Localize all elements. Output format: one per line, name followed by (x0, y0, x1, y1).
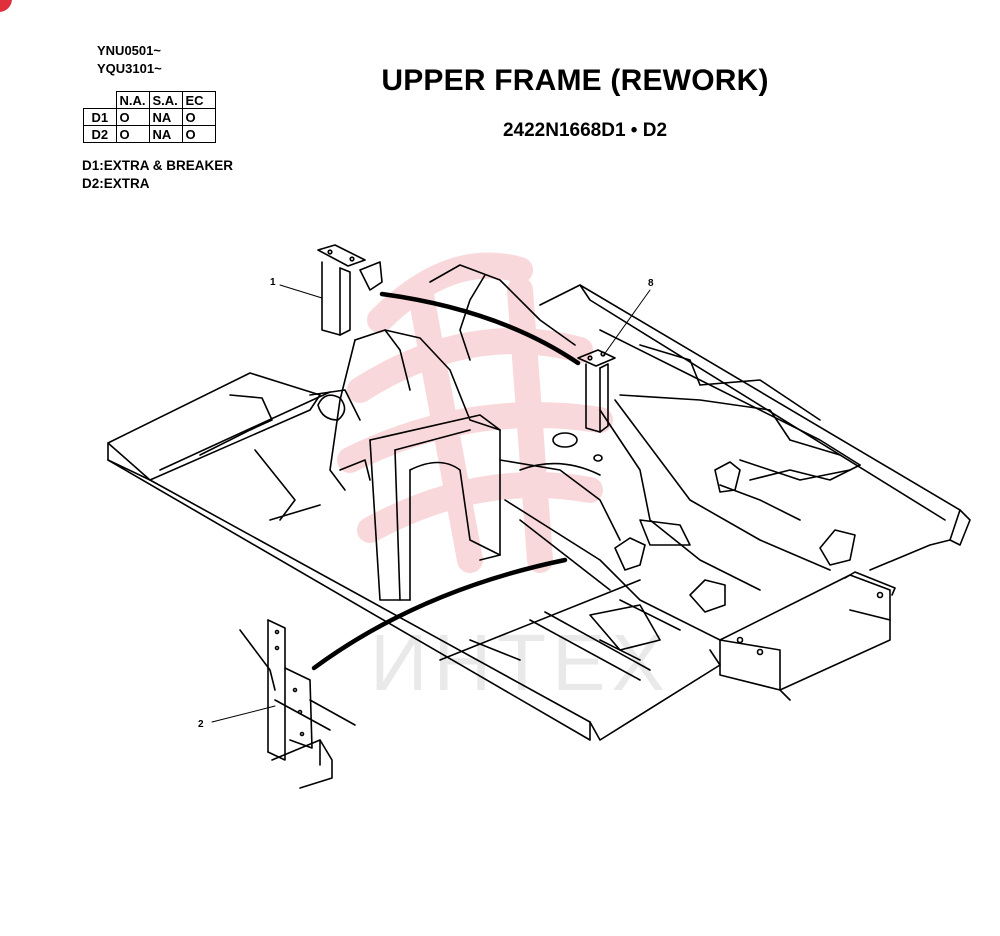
part-1-bracket (317, 244, 383, 336)
row-label: D1 (83, 108, 117, 126)
part-2-plate (239, 619, 356, 789)
watermark-emblem (337, 252, 613, 573)
options-table: N.A. S.A. EC D1 O NA O D2 O NA O (83, 91, 216, 143)
left-side-deck (107, 372, 721, 741)
table-cell: O (181, 125, 216, 143)
part-8-pedestal (577, 349, 616, 433)
table-cell: NA (148, 125, 183, 143)
callout-2: 2 (198, 719, 204, 730)
arc-part-1-location (379, 291, 581, 366)
location-arcs (311, 291, 581, 671)
note-d2: D2:EXTRA (82, 176, 150, 191)
leader-lines (211, 284, 651, 723)
rear-cross-beam (719, 571, 896, 701)
callout-1: 1 (270, 277, 276, 288)
row-label: D2 (83, 125, 117, 143)
watermark-text: ИНТЕХ (370, 618, 671, 707)
arc-part-2-location (311, 557, 568, 671)
note-d1: D1:EXTRA & BREAKER (82, 158, 234, 173)
watermark: ИНТЕХ (337, 252, 671, 707)
center-beams (499, 399, 831, 681)
serial-range-1: YNU0501~ (97, 43, 161, 58)
leader-line-8 (602, 289, 651, 357)
table-row: D2 O NA O (83, 125, 216, 143)
options-table-header: N.A. S.A. EC (84, 91, 216, 109)
callout-8: 8 (648, 278, 654, 289)
boom-foot-tower (309, 264, 603, 601)
counterweight-brackets (614, 461, 856, 613)
leader-line-1 (279, 284, 323, 299)
page-title: UPPER FRAME (REWORK) (381, 64, 769, 97)
column-header: EC (181, 91, 216, 109)
table-cell: NA (148, 108, 183, 126)
right-side-deck (539, 284, 971, 571)
option-notes: D1:EXTRA & BREAKER D2:EXTRA (82, 157, 233, 193)
serial-ranges: YNU0501~ YQU3101~ (97, 42, 162, 78)
part-code: 2422N1668D1 • D2 (502, 120, 668, 141)
serial-range-2: YQU3101~ (97, 61, 162, 76)
leader-line-2 (211, 705, 276, 723)
